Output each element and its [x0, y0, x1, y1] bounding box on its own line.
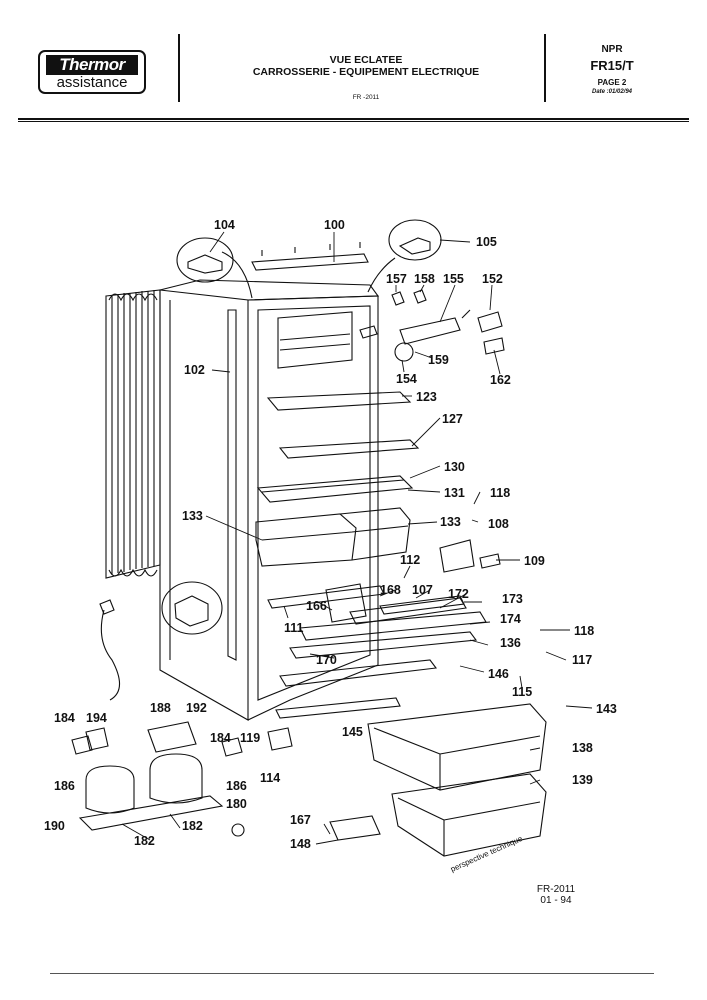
callout-127: 127 [442, 412, 463, 426]
logo-brand-text: Thermor [46, 55, 138, 75]
callout-114: 114 [260, 771, 280, 785]
callout-155: 155 [443, 272, 464, 286]
top-hinge-left [176, 237, 253, 299]
callout-130: 130 [444, 460, 465, 474]
callout-173: 173 [502, 592, 523, 606]
header-rule-top [18, 118, 689, 120]
footer-rule [50, 973, 654, 974]
callout-192: 192 [186, 701, 207, 715]
crisper-drawers [255, 507, 411, 567]
callout-172: 172 [448, 587, 469, 601]
callout-146: 146 [488, 667, 509, 681]
header-rule-bottom [18, 121, 689, 122]
freezer-drawer-139 [391, 773, 547, 857]
header-doc-code: FR -2011 [352, 94, 380, 101]
condenser-coil [105, 289, 161, 579]
callout-102: 102 [184, 363, 205, 377]
power-cord [99, 599, 121, 701]
crisper-cover-130 [256, 475, 414, 503]
callout-136: 136 [500, 636, 521, 650]
callout-105: 105 [476, 235, 497, 249]
relay-parts [71, 727, 293, 837]
callout-166: 166 [306, 599, 327, 613]
callout-180: 180 [226, 797, 247, 811]
door-balcony-left [161, 581, 223, 635]
model-line2: FR15/T [590, 58, 634, 73]
callout-184-right: 184 [210, 731, 231, 745]
callout-145: 145 [342, 725, 363, 739]
callout-123: 123 [416, 390, 437, 404]
callout-182-right: 182 [182, 819, 203, 833]
callout-162: 162 [490, 373, 511, 387]
callout-139: 139 [572, 773, 593, 787]
doc-date: Date :01/02/94 [591, 89, 633, 95]
callout-184-left: 184 [54, 711, 75, 725]
logo-subtitle-text: assistance [56, 74, 128, 91]
callout-174: 174 [500, 612, 521, 626]
callout-194: 194 [86, 711, 107, 725]
callout-108: 108 [488, 517, 509, 531]
ice-tray-148 [329, 815, 381, 841]
thermostat-assembly [359, 289, 505, 362]
callout-109: 109 [524, 554, 545, 568]
thermostat-knob-109 [439, 539, 501, 573]
header-divider-right [544, 34, 546, 102]
freezer-drawer-138 [367, 703, 547, 791]
callout-118-bottom: 118 [574, 624, 594, 638]
callout-186-left: 186 [54, 779, 75, 793]
callout-157: 157 [386, 272, 407, 286]
callout-154: 154 [396, 372, 417, 386]
callout-115: 115 [512, 685, 532, 699]
footer-block: FR-2011 01 - 94 [526, 884, 586, 906]
compressor-base [78, 721, 224, 831]
callout-118-top: 118 [490, 486, 510, 500]
callout-104: 104 [214, 218, 235, 232]
header-divider-left [178, 34, 180, 102]
header-title-line1: VUE ECLATEE [329, 54, 403, 66]
callout-100: 100 [324, 218, 345, 232]
header-block: Thermor assistance VUE ECLATEE CARROSSER… [0, 0, 707, 128]
shelf-127 [278, 439, 420, 459]
shelf-123 [266, 391, 412, 411]
callout-117: 117 [572, 653, 592, 667]
top-cover [251, 242, 369, 271]
callout-138: 138 [572, 741, 593, 755]
callout-159: 159 [428, 353, 449, 367]
callout-107: 107 [412, 583, 433, 597]
callout-131: 131 [444, 486, 465, 500]
callout-167: 167 [290, 813, 311, 827]
callout-112: 112 [400, 553, 420, 567]
callout-182-left: 182 [134, 834, 155, 848]
header-title-line2: CARROSSERIE - EQUIPEMENT ELECTRIQUE [252, 66, 480, 78]
callout-170: 170 [316, 653, 337, 667]
callout-133-left: 133 [182, 509, 203, 523]
callout-148: 148 [290, 837, 311, 851]
callout-190: 190 [44, 819, 65, 833]
evaporator-plate [277, 311, 353, 369]
callout-119: 119 [240, 731, 260, 745]
callout-152: 152 [482, 272, 503, 286]
leader-lines [121, 231, 593, 845]
callout-143: 143 [596, 702, 617, 716]
model-line1: NPR [601, 44, 623, 55]
footer-code: FR-2011 [536, 884, 576, 895]
callout-186-right: 186 [226, 779, 247, 793]
thermor-logo: Thermor assistance [38, 50, 146, 94]
callout-168: 168 [380, 583, 401, 597]
callout-111: 111 [284, 621, 304, 635]
footer-date: 01 - 94 [540, 895, 572, 906]
page-number: PAGE 2 [597, 78, 627, 87]
control-panel-assembly [267, 583, 487, 719]
callout-133-right: 133 [440, 515, 461, 529]
callout-158: 158 [414, 272, 435, 286]
callout-188: 188 [150, 701, 171, 715]
watermark-text: perspective technique [449, 834, 524, 874]
